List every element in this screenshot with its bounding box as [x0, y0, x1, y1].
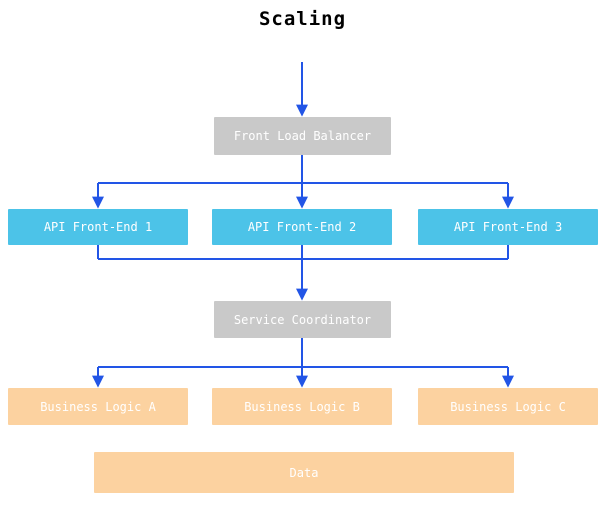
- node-front-load-balancer: Front Load Balancer: [214, 117, 391, 155]
- diagram-title: Scaling: [258, 8, 347, 30]
- node-business-logic-c: Business Logic C: [418, 388, 598, 425]
- node-api-front-end-2: API Front-End 2: [212, 209, 392, 245]
- node-data: Data: [94, 452, 514, 493]
- node-business-logic-b: Business Logic B: [212, 388, 392, 425]
- node-api-front-end-1: API Front-End 1: [8, 209, 188, 245]
- node-api-front-end-3: API Front-End 3: [418, 209, 598, 245]
- node-service-coordinator: Service Coordinator: [214, 301, 391, 338]
- node-business-logic-a: Business Logic A: [8, 388, 188, 425]
